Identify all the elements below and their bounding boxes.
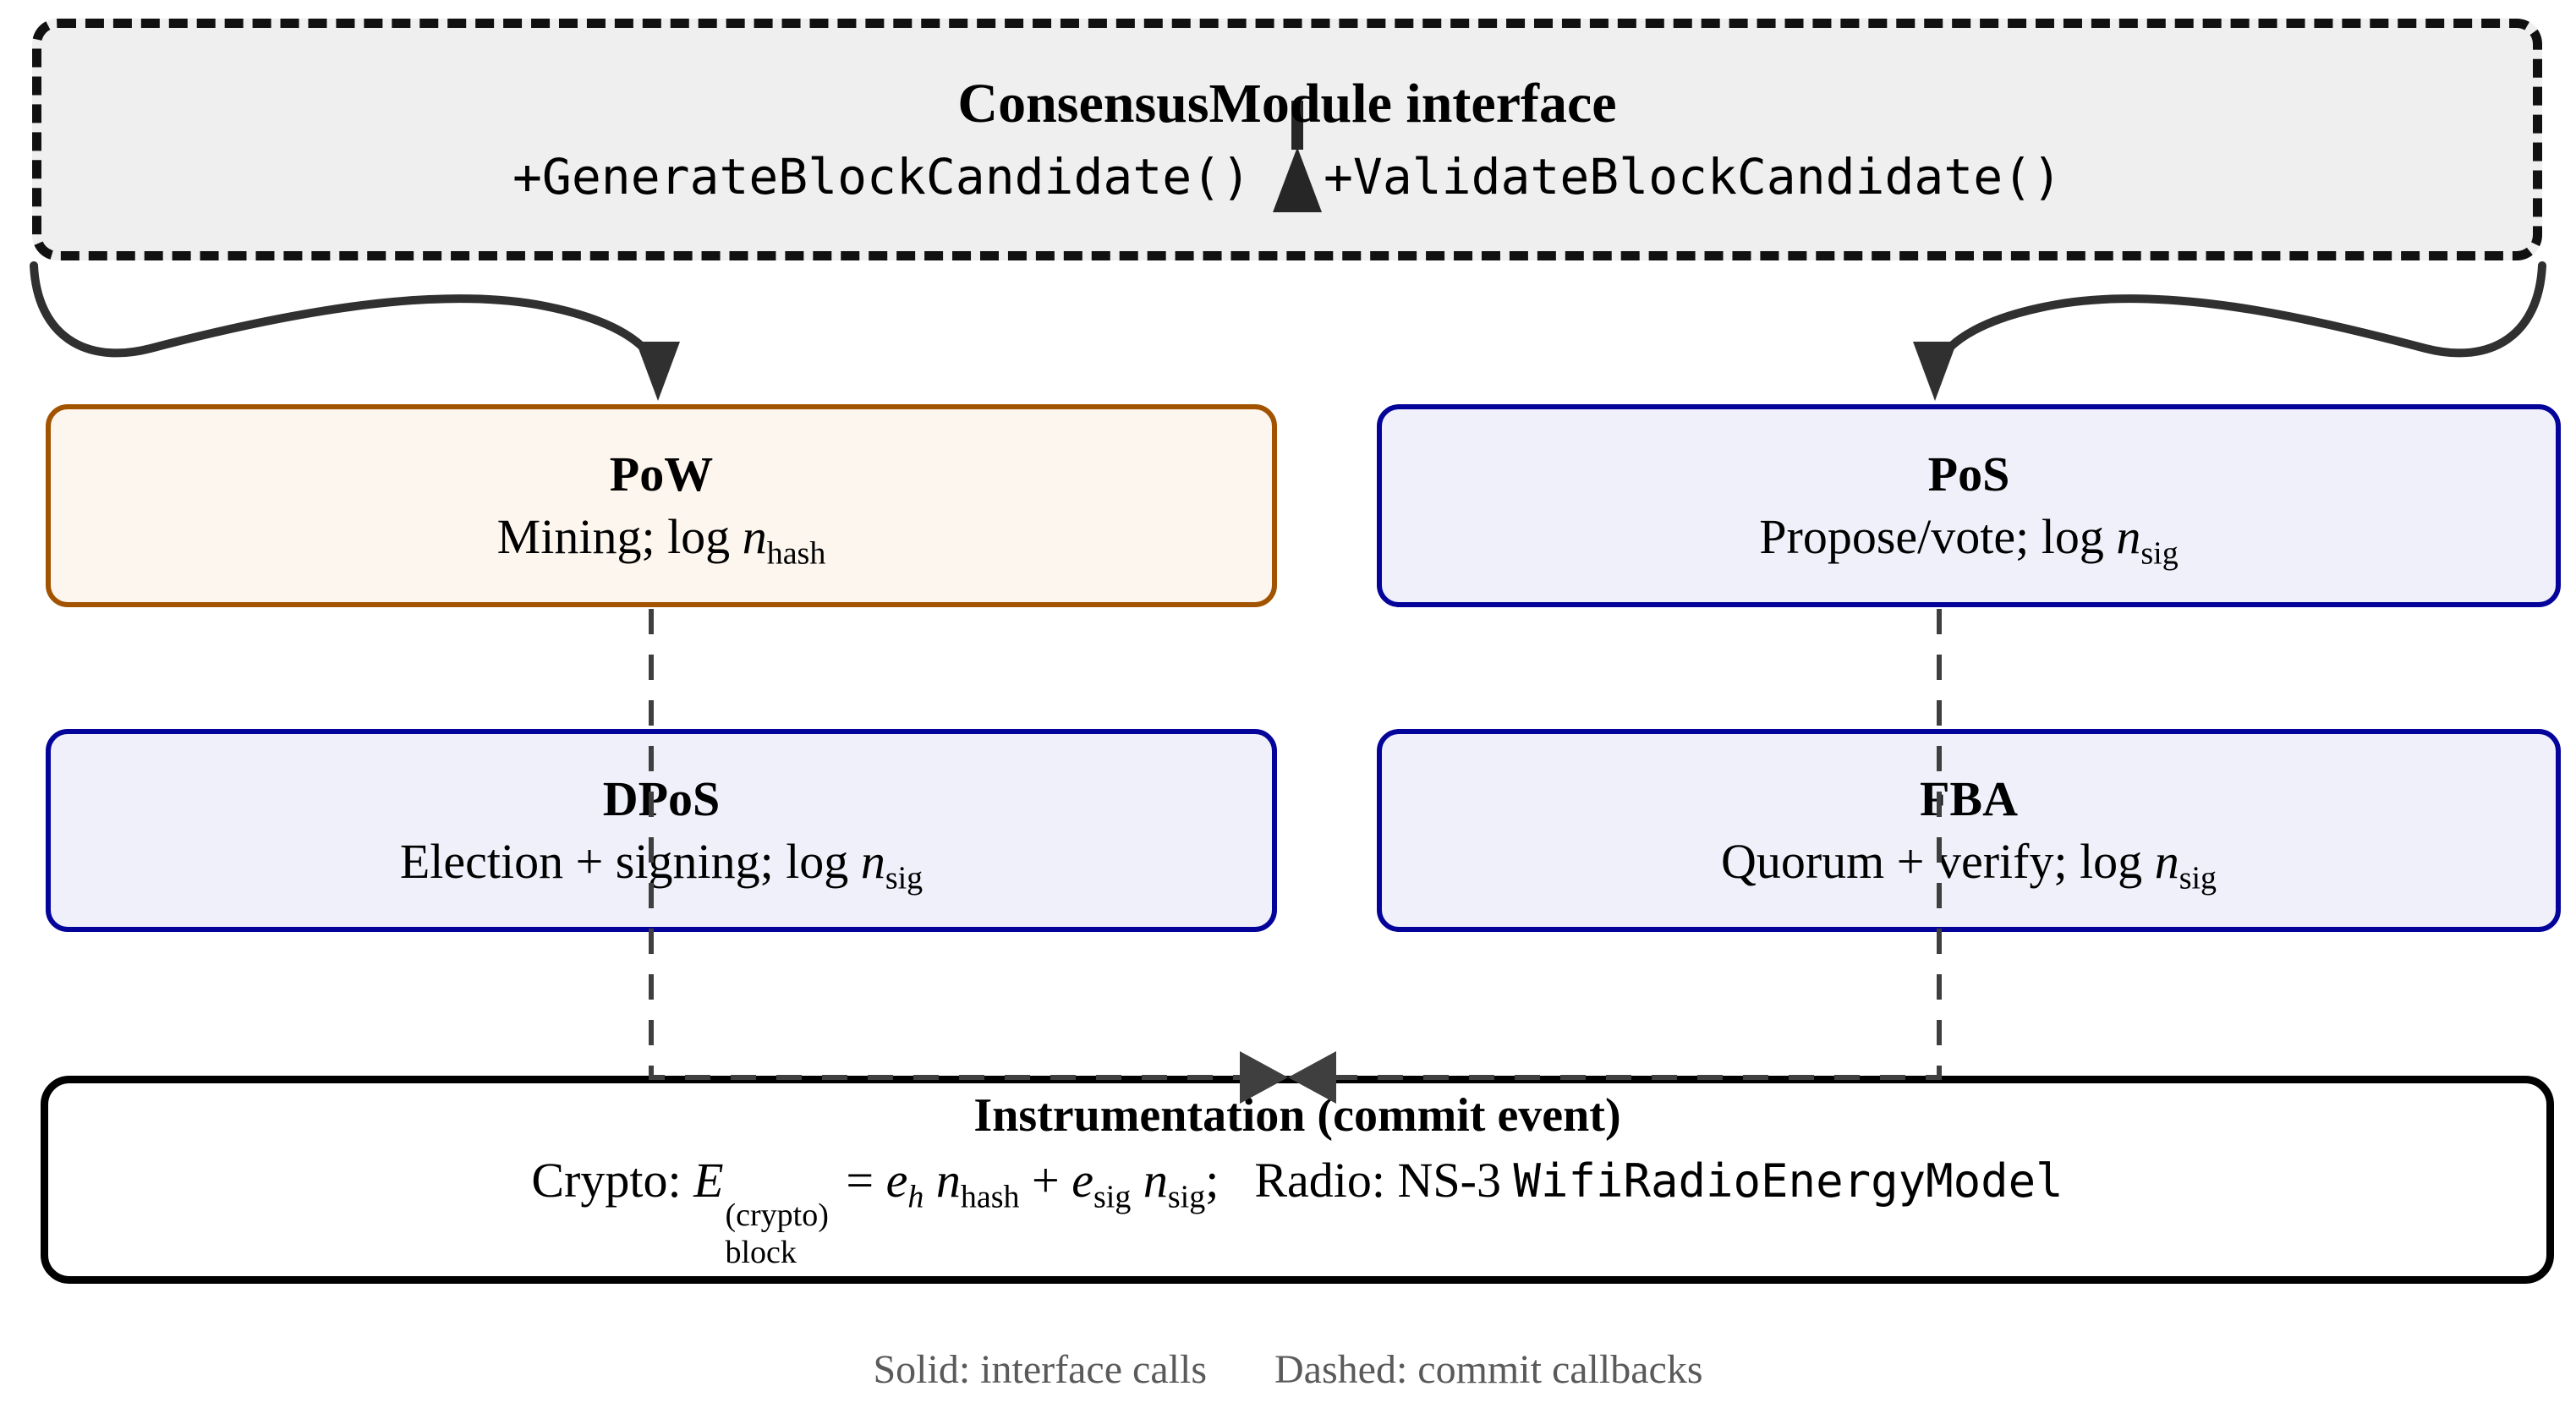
pow-desc-var: n	[742, 509, 767, 564]
consensus-module-interface-box: ConsensusModule interface +GenerateBlock…	[32, 19, 2542, 260]
pos-desc-subscript: sig	[2140, 535, 2179, 572]
pos-module-box: PoS Propose/vote; log nsig	[1377, 404, 2561, 607]
fba-module-box: FBA Quorum + verify; log nsig	[1377, 729, 2561, 932]
dpos-title: DPoS	[602, 771, 721, 826]
fba-description: Quorum + verify; log nsig	[1720, 834, 2217, 895]
fba-desc-var: n	[2154, 834, 2179, 889]
pow-description: Mining; log nhash	[496, 509, 826, 570]
dpos-module-box: DPoS Election + signing; log nsig	[46, 729, 1277, 932]
legend-dashed: Dashed: commit callbacks	[1274, 1347, 1703, 1392]
solid-call-arrow-left	[30, 261, 662, 373]
formula-radio-code: WifiRadioEnergyModel	[1513, 1154, 2064, 1208]
interface-methods: +GenerateBlockCandidate() +ValidateBlock…	[512, 148, 2062, 206]
formula-equals: =	[833, 1152, 886, 1208]
fba-title: FBA	[1920, 771, 2018, 826]
callback-up-arrow-icon	[1273, 101, 1322, 212]
pow-title: PoW	[609, 447, 714, 501]
pow-desc-subscript: hash	[766, 535, 826, 572]
method-validate-block-candidate: +ValidateBlockCandidate()	[1324, 148, 2062, 206]
formula-e1-subscript: h	[907, 1179, 924, 1215]
formula-plus: +	[1019, 1152, 1072, 1208]
instrumentation-box: Instrumentation (commit event) Crypto: E…	[41, 1076, 2554, 1284]
instrumentation-title: Instrumentation (commit event)	[973, 1089, 1621, 1143]
pos-description: Propose/vote; log nsig	[1759, 509, 2178, 570]
formula-e2: e	[1072, 1152, 1093, 1208]
pos-title: PoS	[1927, 447, 2010, 501]
dpos-desc-subscript: sig	[885, 860, 924, 896]
formula-e2-subscript: sig	[1093, 1179, 1132, 1215]
formula-E-scripts: (crypto)block	[726, 1199, 829, 1269]
formula-crypto-label: Crypto:	[531, 1152, 694, 1208]
method-generate-block-candidate: +GenerateBlockCandidate()	[512, 148, 1251, 206]
formula-n1: n	[935, 1152, 961, 1208]
dpos-description: Election + signing; log nsig	[399, 834, 923, 895]
pow-desc-text: Mining; log	[496, 509, 743, 564]
formula-e1: e	[885, 1152, 908, 1208]
instrumentation-formula: Crypto: E(crypto)block = eh nhash + esig…	[531, 1152, 2064, 1269]
formula-n2: n	[1143, 1152, 1168, 1208]
formula-E: E	[693, 1152, 724, 1208]
solid-arrowhead-left	[636, 342, 680, 401]
dpos-desc-var: n	[860, 834, 885, 889]
legend: Solid: interface calls Dashed: commit ca…	[0, 1346, 2576, 1393]
formula-n1-subscript: hash	[960, 1179, 1020, 1215]
formula-radio-label: Radio: NS-3	[1254, 1152, 1514, 1208]
pos-desc-text: Propose/vote; log	[1759, 509, 2117, 564]
interface-title: ConsensusModule interface	[957, 72, 1617, 134]
formula-E-superscript: (crypto)	[725, 1197, 829, 1233]
dpos-desc-text: Election + signing; log	[399, 834, 861, 889]
solid-arrowhead-right	[1913, 342, 1957, 401]
legend-solid: Solid: interface calls	[873, 1347, 1207, 1392]
fba-desc-subscript: sig	[2179, 860, 2217, 896]
formula-semicolon: ;	[1205, 1152, 1219, 1208]
formula-n2-subscript: sig	[1167, 1179, 1206, 1215]
pow-module-box: PoW Mining; log nhash	[46, 404, 1277, 607]
pos-desc-var: n	[2116, 509, 2141, 564]
formula-E-subscript: block	[725, 1234, 797, 1270]
solid-call-arrow-right	[1931, 261, 2546, 373]
fba-desc-text: Quorum + verify; log	[1720, 834, 2155, 889]
